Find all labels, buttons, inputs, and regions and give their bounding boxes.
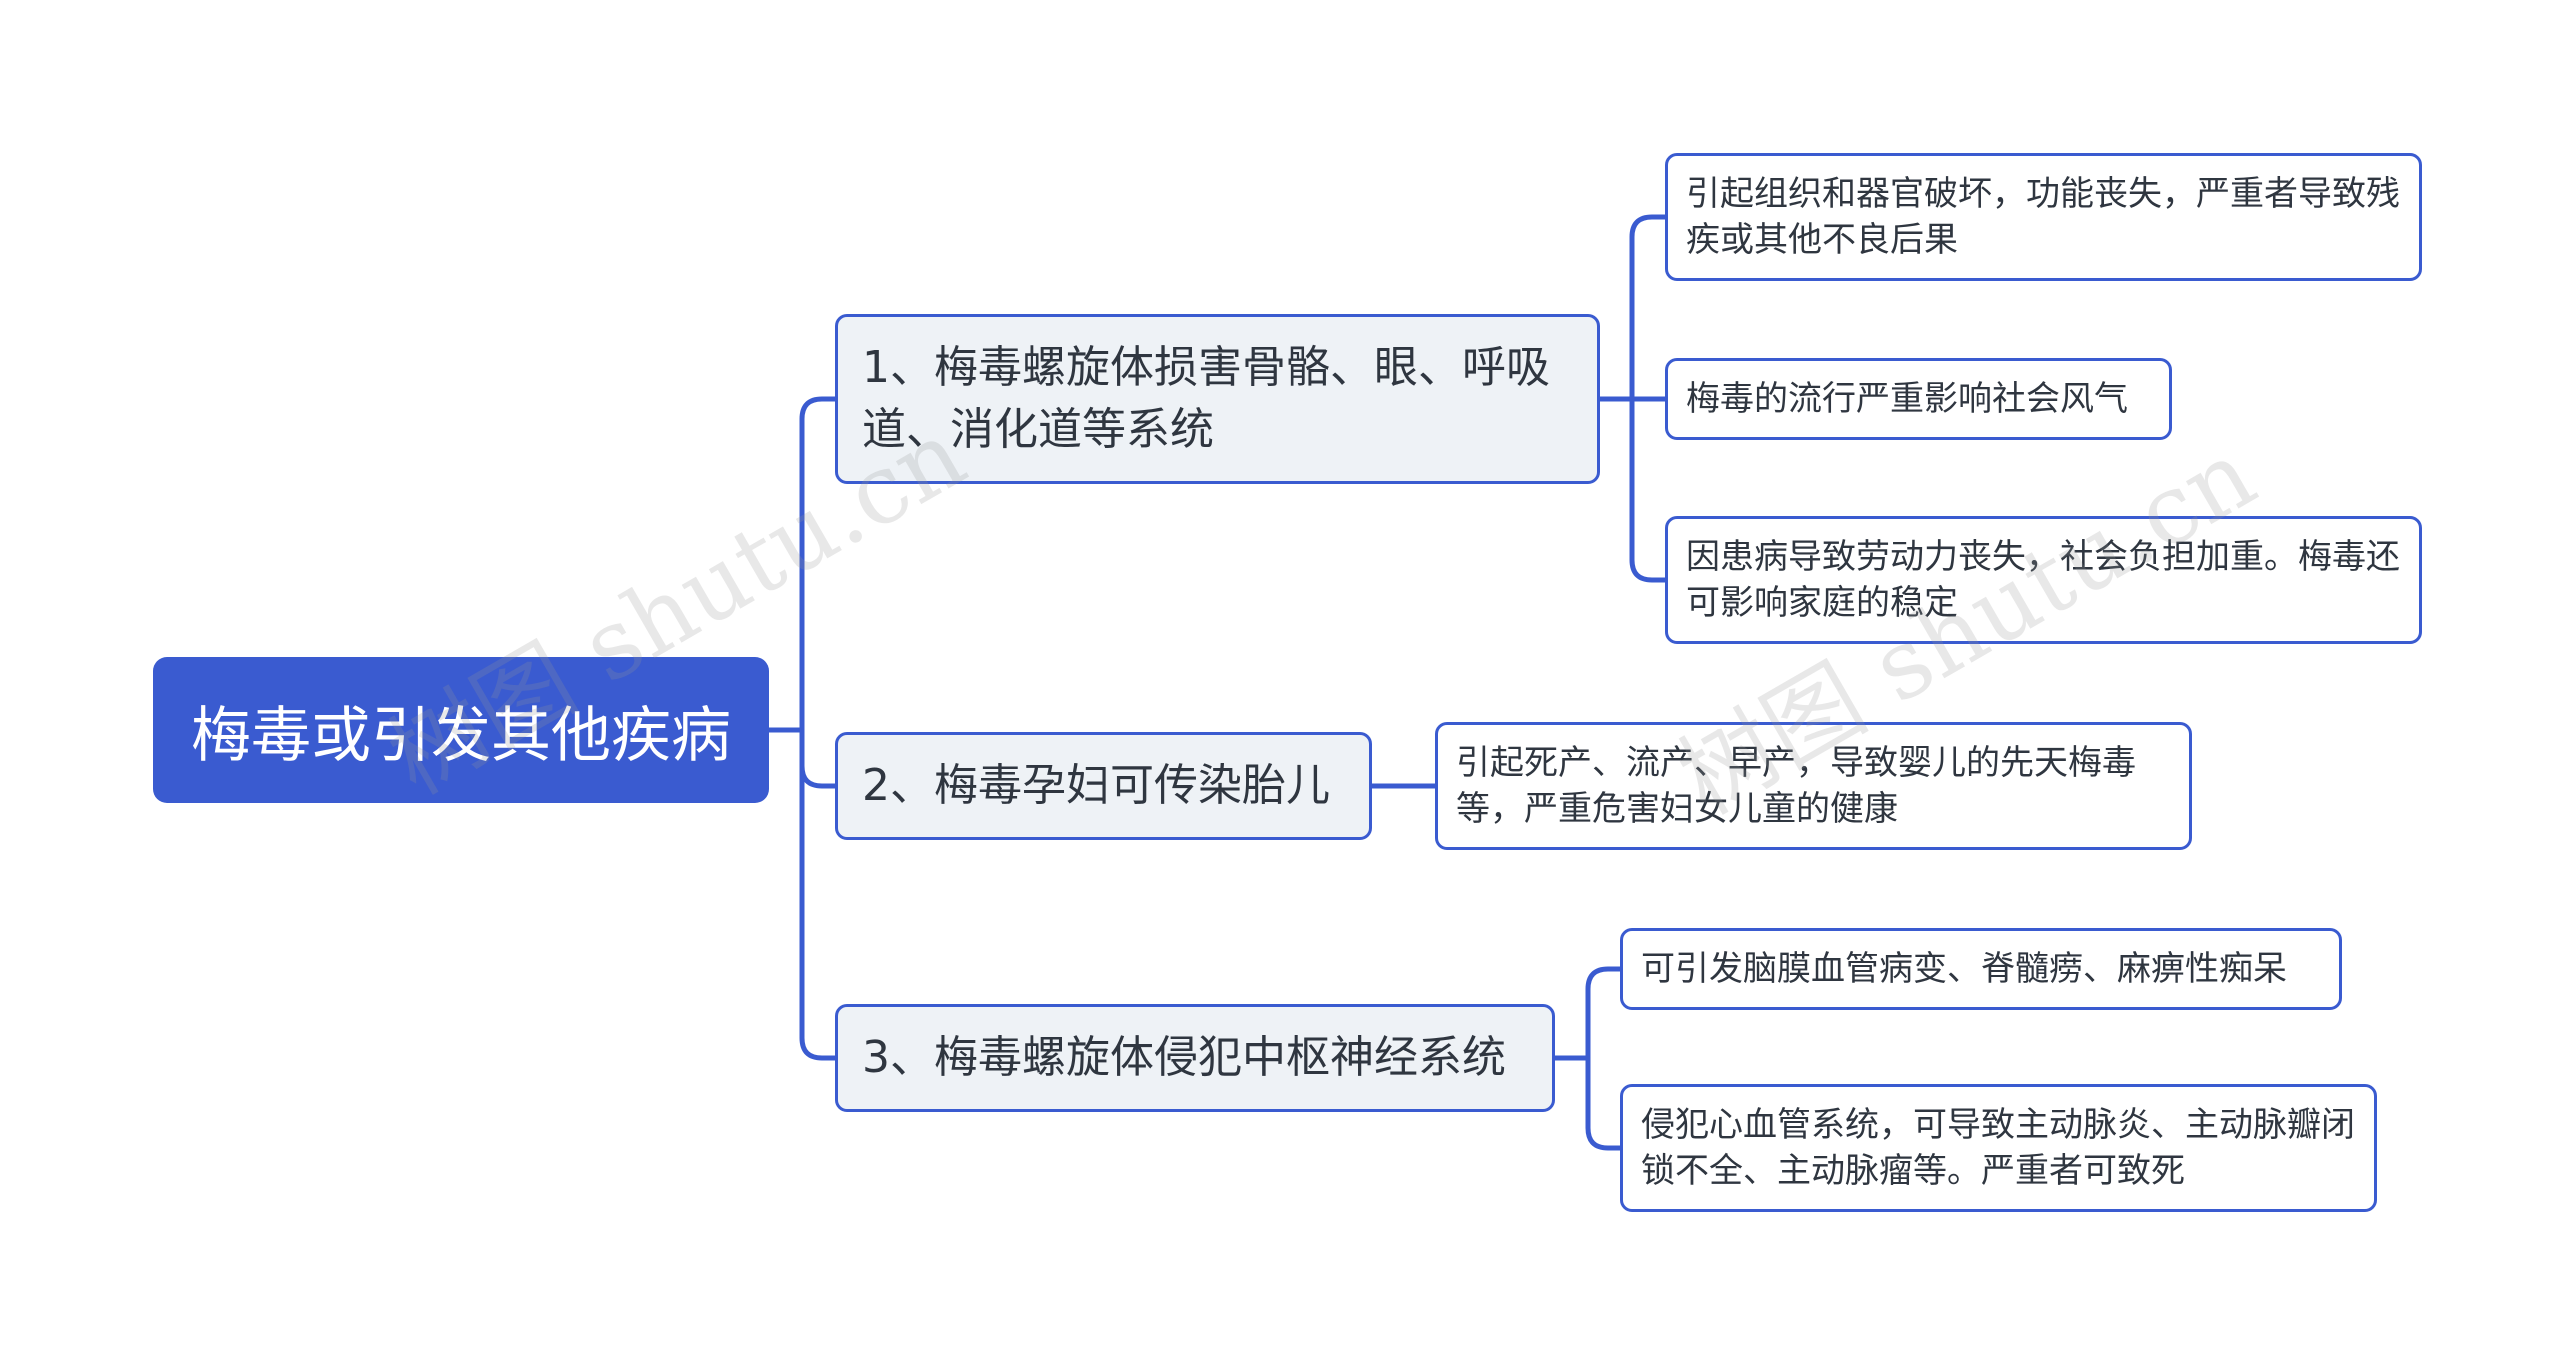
leaf-node-2-1[interactable]: 引起死产、流产、早产，导致婴儿的先天梅毒等，严重危害妇女儿童的健康	[1435, 722, 2192, 850]
branch3-connector-link-2	[1585, 1055, 1623, 1151]
leaf-label-3-2: 侵犯心血管系统，可导致主动脉炎、主动脉瓣闭锁不全、主动脉瘤等。严重者可致死	[1641, 1105, 2355, 1191]
leaf-label-3-1: 可引发脑膜血管病变、脊髓痨、麻痹性痴呆	[1641, 949, 2287, 989]
branch-node-1[interactable]: 1、梅毒螺旋体损害骨骼、眼、呼吸道、消化道等系统	[835, 314, 1600, 484]
branch-label-3: 3、梅毒螺旋体侵犯中枢神经系统	[862, 1032, 1506, 1083]
branch-label-1: 1、梅毒螺旋体损害骨骼、眼、呼吸道、消化道等系统	[862, 342, 1550, 455]
leaf-label-1-2: 梅毒的流行严重影响社会风气	[1686, 379, 2128, 419]
branch1-connector-link-3	[1629, 396, 1668, 583]
leaf-label-2-1: 引起死产、流产、早产，导致婴儿的先天梅毒等，严重危害妇女儿童的健康	[1456, 743, 2136, 829]
branch-label-2: 2、梅毒孕妇可传染胎儿	[862, 760, 1330, 811]
root-connector-link-2	[799, 727, 838, 789]
root-connector-link-3	[799, 727, 838, 1061]
leaf-node-3-2[interactable]: 侵犯心血管系统，可导致主动脉炎、主动脉瓣闭锁不全、主动脉瘤等。严重者可致死	[1620, 1084, 2377, 1212]
branch-node-2[interactable]: 2、梅毒孕妇可传染胎儿	[835, 732, 1372, 840]
branch3-connector-link-1	[1585, 966, 1623, 1061]
leaf-node-3-1[interactable]: 可引发脑膜血管病变、脊髓痨、麻痹性痴呆	[1620, 928, 2342, 1010]
branch1-connector-link-1	[1629, 214, 1668, 402]
root-connector-link-1	[799, 396, 838, 733]
leaf-node-1-1[interactable]: 引起组织和器官破坏，功能丧失，严重者导致残疾或其他不良后果	[1665, 153, 2422, 281]
root-label: 梅毒或引发其他疾病	[191, 700, 731, 771]
leaf-node-1-3[interactable]: 因患病导致劳动力丧失，社会负担加重。梅毒还可影响家庭的稳定	[1665, 516, 2422, 644]
leaf-node-1-2[interactable]: 梅毒的流行严重影响社会风气	[1665, 358, 2172, 440]
root-node[interactable]: 梅毒或引发其他疾病	[153, 657, 769, 803]
branch-node-3[interactable]: 3、梅毒螺旋体侵犯中枢神经系统	[835, 1004, 1555, 1112]
leaf-label-1-3: 因患病导致劳动力丧失，社会负担加重。梅毒还可影响家庭的稳定	[1686, 537, 2400, 623]
leaf-label-1-1: 引起组织和器官破坏，功能丧失，严重者导致残疾或其他不良后果	[1686, 174, 2400, 260]
